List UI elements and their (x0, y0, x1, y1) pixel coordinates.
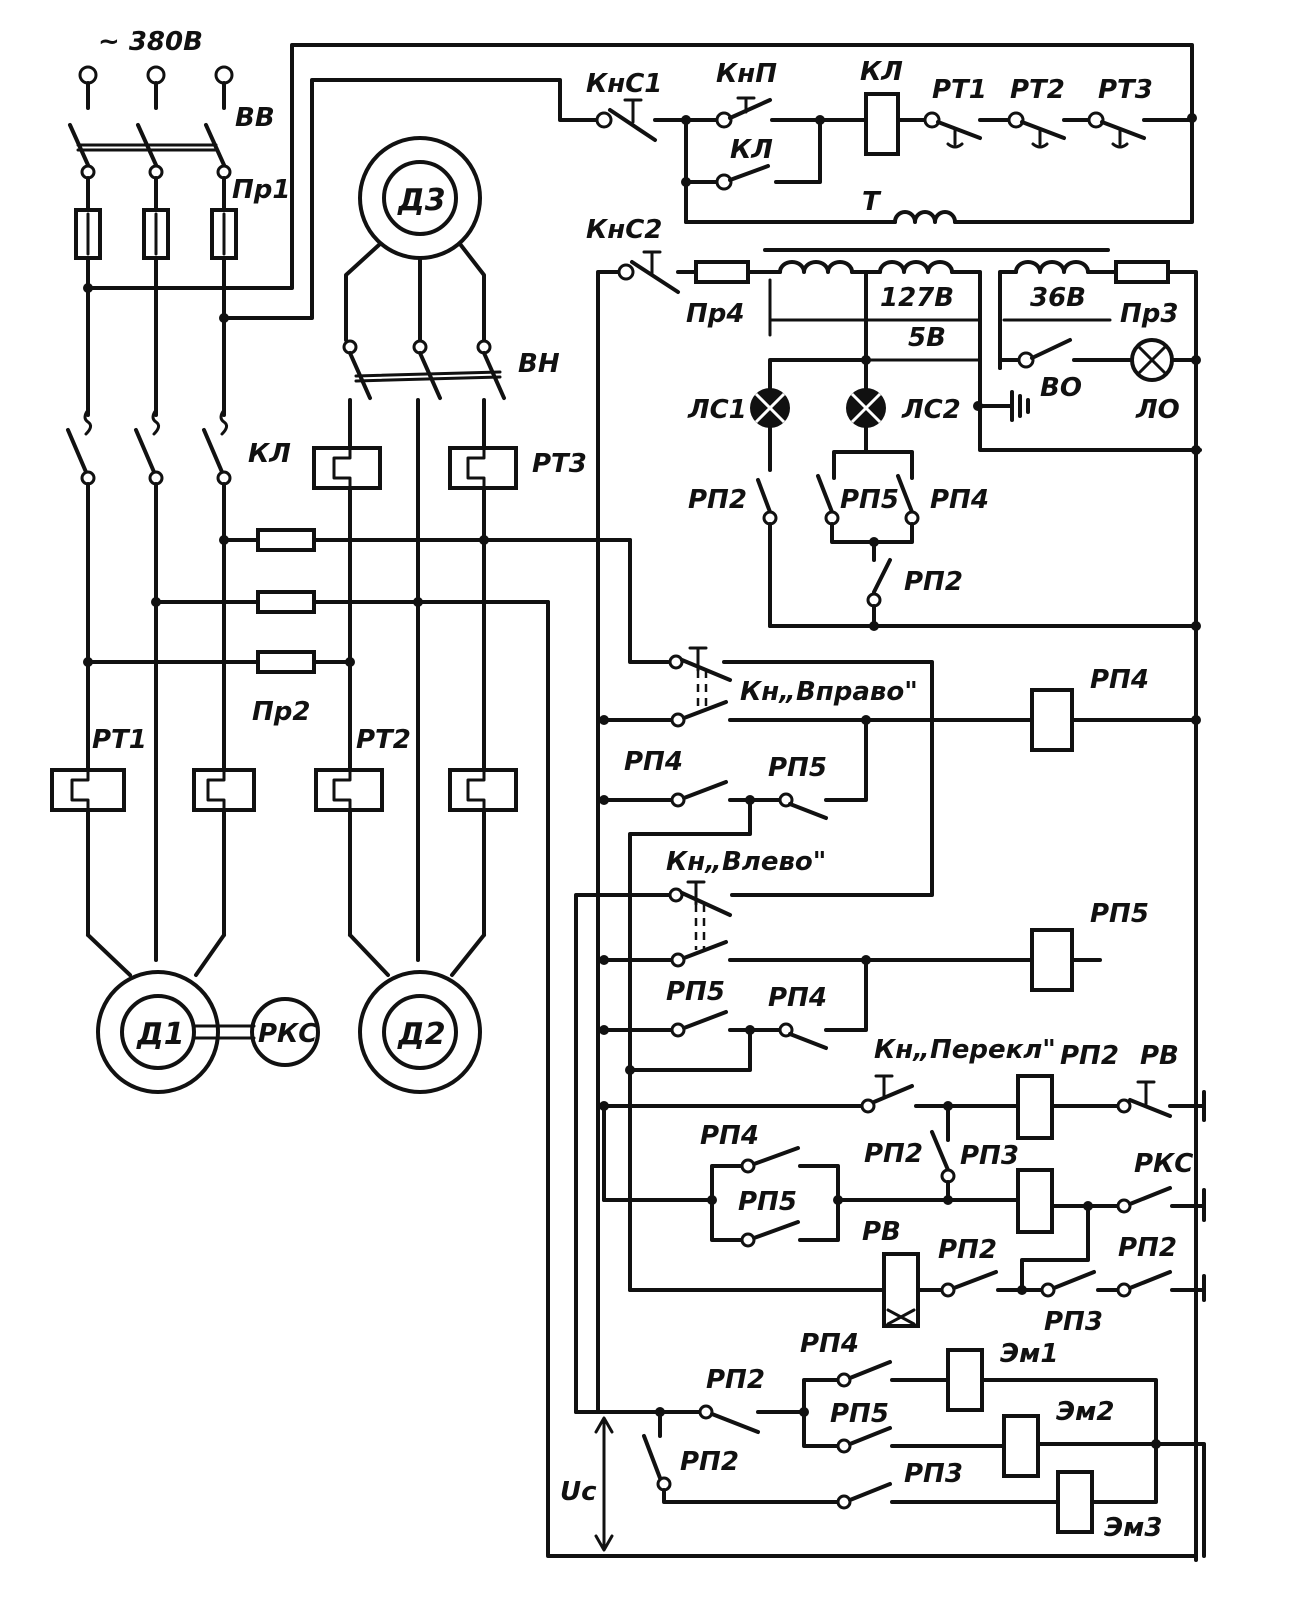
em1-coil (946, 1348, 984, 1412)
thermal-relay-rt1: РТ1 (50, 725, 256, 812)
em-rp2-label: РП2 (706, 1365, 765, 1395)
contactor-coil (864, 92, 900, 156)
switch-vn-label: ВН (518, 349, 560, 379)
rp5-coil (1030, 928, 1074, 992)
fuse-pr1-label: Пр1 (232, 175, 290, 205)
rt1-contact-label: РТ1 (932, 75, 987, 105)
supply-terminals (78, 65, 234, 110)
lamp-ls2 (846, 388, 886, 428)
lamp-ls1-label: ЛС1 (687, 395, 747, 425)
ls2-rp5-label: РП5 (840, 485, 899, 515)
transformer-label: Т (862, 187, 882, 217)
rks-contact-label: РКС (1134, 1149, 1193, 1179)
main-switch-vv: ВВ (68, 103, 275, 180)
start-button-label: КнП (716, 59, 777, 89)
rv-rp2-label: РП2 (938, 1235, 997, 1265)
rv-group-rp4-label: РП4 (700, 1121, 759, 1151)
lamp-lo (1130, 338, 1174, 382)
em-rp3-label: РП3 (904, 1459, 963, 1489)
em2-coil (1002, 1414, 1040, 1478)
motor-d3-label: Д3 (397, 183, 446, 218)
em3-label: Эм3 (1104, 1513, 1162, 1543)
ls1-rp2-label: РП2 (688, 485, 747, 515)
voltage-36-label: 36В (1030, 283, 1086, 313)
contactor-circuit: КнС1 КнП КЛ КЛ РТ1 РТ2 (586, 57, 1197, 252)
rp4-coil (1030, 688, 1074, 752)
hold-contact-label: КЛ (730, 135, 773, 165)
left-hold-rp4-label: РП4 (768, 983, 827, 1013)
fuses-pr1: Пр1 (74, 175, 290, 260)
rp5-coil-label: РП5 (1090, 899, 1149, 929)
hold-rp5-label: РП5 (768, 753, 827, 783)
main-contactor-label: КЛ (248, 439, 291, 469)
lamp-ls2-label: ЛС2 (901, 395, 961, 425)
rv-coil (882, 1252, 920, 1328)
rt1-label: РТ1 (92, 725, 147, 755)
rt3-label: РТ3 (532, 449, 587, 479)
em-rp2b-label: РП2 (680, 1447, 739, 1477)
speed-relay-label: РКС (258, 1019, 317, 1049)
switch-vn: ВН (342, 339, 560, 400)
rp4-coil-label: РП4 (1090, 665, 1149, 695)
rp3-coil (1016, 1168, 1054, 1234)
motor-d1-label: Д1 (136, 1017, 185, 1052)
lamp-ls1 (750, 388, 790, 428)
em2-label: Эм2 (1056, 1397, 1114, 1427)
voltage-5-label: 5В (908, 323, 946, 353)
rv-contact-label: РВ (1140, 1041, 1179, 1071)
lighting-circuit: КнС2 Пр4 127В 5В 36В Пр3 ВО (586, 215, 1202, 1562)
rv-group-rp5-label: РП5 (738, 1187, 797, 1217)
stop-button-2-label: КнС2 (586, 215, 662, 245)
uc-label: Uc (560, 1477, 597, 1507)
supply-voltage-label: ~ 380В (98, 27, 203, 57)
rt2-contact-label: РТ2 (1010, 75, 1065, 105)
rv-rp3-label: РП3 (1044, 1307, 1103, 1337)
em1-label: Эм1 (1000, 1339, 1058, 1369)
switch-vo-label: ВО (1040, 373, 1082, 403)
btn-switch-label: Кн„Перекл" (874, 1035, 1056, 1065)
motor-d2-label: Д2 (397, 1017, 446, 1052)
left-hold-rp5-label: РП5 (666, 977, 725, 1007)
rp2-coil-label: РП2 (1060, 1041, 1119, 1071)
fuses-pr2: Пр2 (83, 528, 632, 727)
stop-button-1-label: КнС1 (586, 69, 662, 99)
main-contactor-kl: КЛ (66, 408, 291, 486)
main-switch-label: ВВ (235, 103, 275, 133)
rp2-coil (1016, 1074, 1054, 1140)
btn-left-label: Кн„Влево" (666, 847, 826, 877)
em-rp4-label: РП4 (800, 1329, 859, 1359)
fuse-pr2-label: Пр2 (252, 697, 310, 727)
ls2-rp2-label: РП2 (904, 567, 963, 597)
em-rp5-label: РП5 (830, 1399, 889, 1429)
contactor-coil-label: КЛ (860, 57, 903, 87)
hold-rp4-label: РП4 (624, 747, 683, 777)
rp3-feed-rp2-label: РП2 (864, 1139, 923, 1169)
thermal-relay-rt3: РТ3 (312, 446, 587, 490)
control-circuit: Кн„Вправо" РП4 РП4 РП5 Кн„Влево" (546, 538, 1206, 1558)
btn-right-label: Кн„Вправо" (740, 677, 918, 707)
motor-d3: Д3 (344, 136, 486, 342)
voltage-127-label: 127В (880, 283, 954, 313)
rt2-label: РТ2 (356, 725, 411, 755)
motor-d1: Д1 РКС (96, 970, 320, 1094)
em3-coil (1056, 1470, 1094, 1534)
rv-coil-label: РВ (862, 1217, 901, 1247)
fuse-pr3-label: Пр3 (1120, 299, 1178, 329)
fuse-pr4-label: Пр4 (686, 299, 744, 329)
lamp-lo-label: ЛО (1135, 395, 1180, 425)
power-section: ~ 380В ВВ Пр1 (50, 27, 1194, 1094)
rt3-contact-label: РТ3 (1098, 75, 1153, 105)
ls2-rp4-label: РП4 (930, 485, 989, 515)
thermal-contacts: РТ1 РТ2 РТ3 (923, 75, 1194, 149)
motor-d2: Д2 (358, 970, 482, 1094)
rv-rp2b-label: РП2 (1118, 1233, 1177, 1263)
rp3-coil-label: РП3 (960, 1141, 1019, 1171)
